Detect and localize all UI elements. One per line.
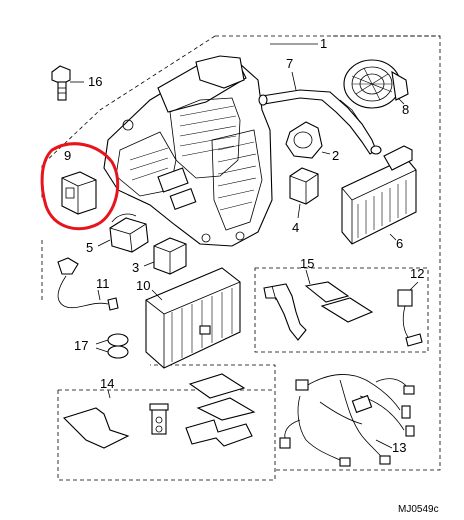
callout-7: 7 xyxy=(286,56,293,71)
part-blower-motor-8 xyxy=(343,59,409,109)
callout-12: 12 xyxy=(410,266,424,281)
callout-15: 15 xyxy=(300,256,314,271)
part-heater-housing-1 xyxy=(103,43,318,247)
part-valve-seals-14 xyxy=(62,373,256,449)
callout-6: 6 xyxy=(396,236,403,251)
callout-2: 2 xyxy=(332,148,339,163)
part-actuator-2 xyxy=(285,121,331,159)
callout-4: 4 xyxy=(292,220,299,235)
part-sensor-11 xyxy=(57,257,119,311)
callout-11: 11 xyxy=(96,276,110,291)
part-wiring-harness-13 xyxy=(279,374,415,467)
part-bolt-16 xyxy=(51,65,84,101)
part-seals-15 xyxy=(263,269,374,341)
part-heater-pipes-7 xyxy=(258,71,382,155)
part-o-rings-17 xyxy=(95,333,129,359)
part-actuator-5 xyxy=(97,213,149,253)
callout-3: 3 xyxy=(132,260,139,275)
callout-17: 17 xyxy=(74,338,88,353)
part-module-4 xyxy=(289,167,319,219)
reference-code: MJ0549c xyxy=(398,504,439,515)
group-15-box xyxy=(254,267,429,353)
callout-1: 1 xyxy=(320,36,327,51)
part-actuator-3 xyxy=(143,237,187,275)
callout-5: 5 xyxy=(86,240,93,255)
callout-16: 16 xyxy=(88,74,102,89)
callout-9: 9 xyxy=(64,148,71,163)
callout-10: 10 xyxy=(136,278,150,293)
highlight-circle-9 xyxy=(40,142,120,231)
group-14-box xyxy=(57,364,276,481)
callout-8: 8 xyxy=(402,102,409,117)
part-evaporator-10 xyxy=(145,267,241,369)
part-heater-matrix-6 xyxy=(341,145,417,245)
part-component-9 xyxy=(61,171,97,215)
callout-13: 13 xyxy=(392,440,406,455)
part-sensor-12 xyxy=(397,281,423,347)
callout-14: 14 xyxy=(100,376,114,391)
